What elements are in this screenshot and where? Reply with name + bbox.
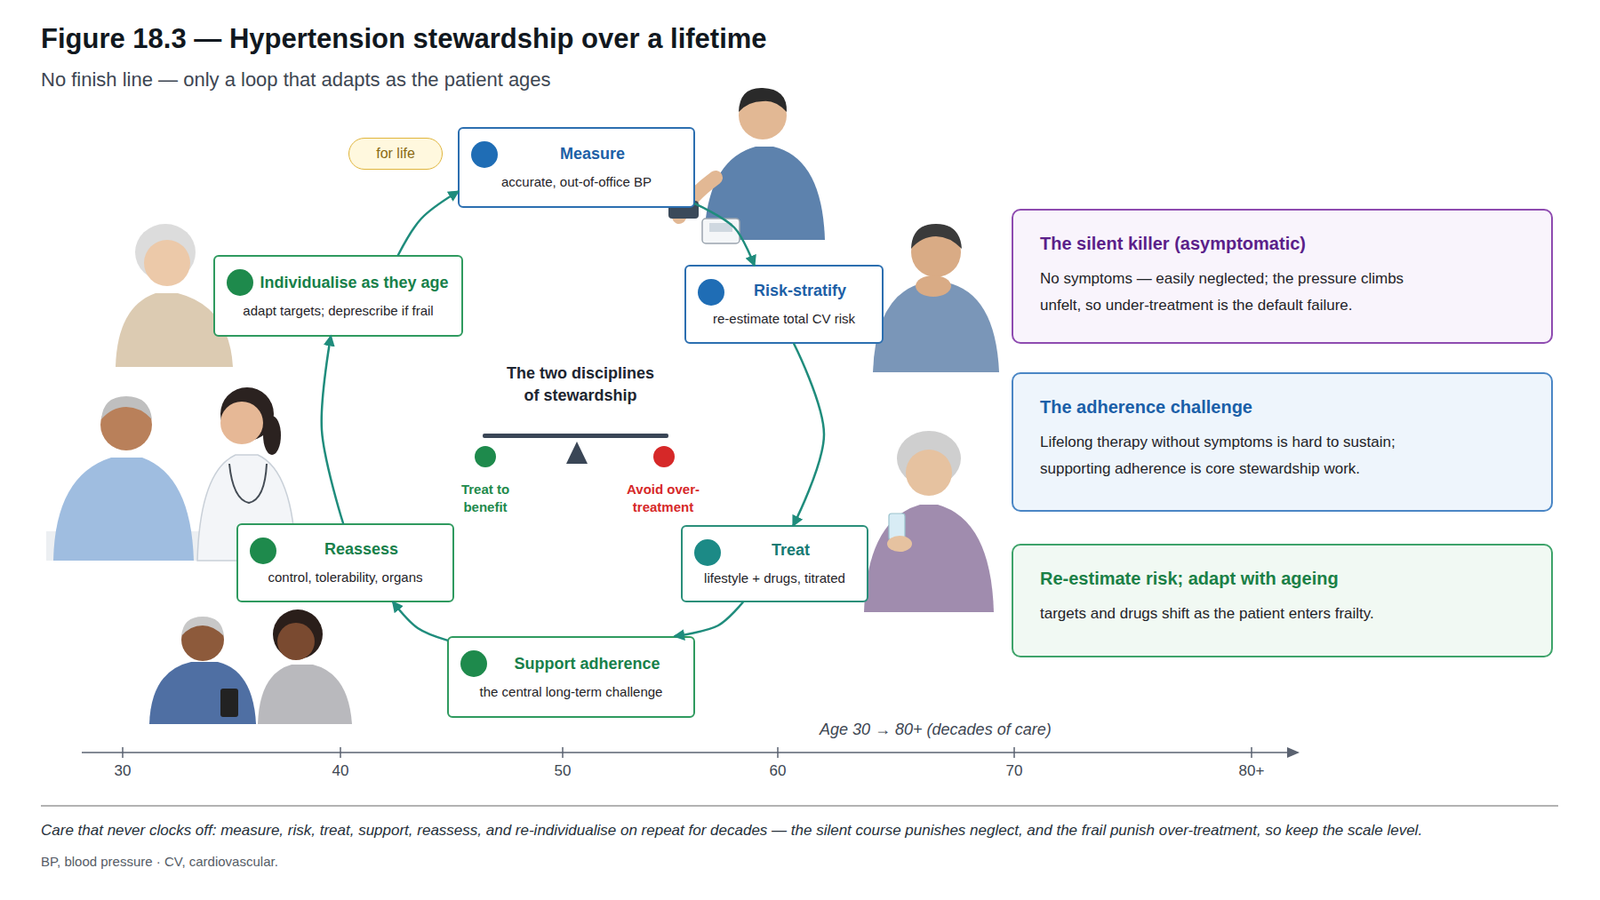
step-detail: the central long-term challenge: [454, 683, 688, 702]
callout-panel: The silent killer (asymptomatic) No sympt…: [1011, 208, 1553, 344]
axis-title: Age 30 → 80+ (decades of care): [819, 720, 1052, 741]
person-illustration-part: [149, 662, 256, 725]
person-illustration-part: [229, 464, 267, 504]
balance-scale: [474, 433, 675, 468]
tag-label: for life: [376, 145, 416, 162]
person-illustration-part: [101, 396, 152, 420]
person-illustration-part: [263, 416, 281, 456]
cycle-arrow: [321, 336, 344, 524]
person-illustration-part: [704, 146, 825, 240]
panel-heading: Re-estimate risk; adapt with ageing: [1040, 567, 1525, 591]
callout-panel: The adherence challengeLifelong therapy …: [1011, 372, 1553, 512]
step-box: Individualise as they age adapt targets; …: [213, 255, 464, 337]
step-box: Measure accurate, out-of-office BP: [457, 127, 696, 208]
axis-tick-label: 80+: [1224, 762, 1279, 781]
panel-heading: The adherence challenge: [1040, 395, 1525, 419]
step-box: Reassesscontrol, tolerability, organs: [236, 523, 455, 603]
person-illustration-part: [181, 616, 224, 637]
age-timeline-part: [1013, 747, 1016, 759]
person-illustration-part: [915, 275, 952, 297]
step-box: Treatlifestyle + drugs, titrated: [680, 525, 869, 603]
footnote: BP, blood pressure · CV, cardiovascular.: [40, 854, 279, 871]
panel-body: No symptoms — easily neglected; the pres…: [1040, 265, 1432, 320]
step-box: Support adherence the central long-term c…: [447, 636, 696, 719]
axis-tick-label: 40: [313, 762, 368, 781]
caption-rule: [40, 805, 1559, 807]
status-dot: [226, 269, 254, 296]
status-dot: [697, 279, 725, 306]
age-timeline-part: [1250, 747, 1253, 759]
step-heading: Support adherence: [454, 654, 688, 674]
cycle-arrow: [398, 192, 458, 256]
cycle-arrow: [793, 344, 824, 526]
status-dot: [249, 537, 277, 565]
balance-scale-part: [566, 441, 588, 464]
figure-title: Figure 18.3 — Hypertension stewardship o…: [40, 23, 768, 56]
person-illustration-part: [277, 623, 315, 661]
person-illustration-part: [911, 224, 962, 249]
age-timeline-part: [776, 747, 779, 759]
person-illustration-part: [53, 457, 194, 561]
step-detail: control, tolerability, organs: [243, 568, 448, 587]
cycle-arrow: [695, 203, 754, 265]
step-detail: lifestyle + drugs, titrated: [688, 569, 862, 588]
cycle-arrow: [675, 602, 744, 637]
age-timeline-part: [339, 747, 342, 759]
step-detail: accurate, out-of-office BP: [464, 173, 688, 192]
balance-scale-part: [474, 446, 496, 468]
callout-panel: Re-estimate risk; adapt with ageing targe…: [1011, 544, 1553, 658]
person-illustration: [864, 431, 994, 613]
person-illustration-part: [272, 609, 323, 660]
center-heading: The two disciplines of stewardship: [500, 362, 661, 408]
person-illustration: [149, 609, 352, 725]
tag-pill: for life: [348, 137, 443, 170]
person-illustration-part: [738, 88, 787, 112]
figure-subtitle: No finish line — only a loop that adapts…: [40, 68, 552, 92]
age-timeline-part: [1287, 747, 1300, 759]
step-detail: adapt targets; deprescribe if frail: [220, 302, 456, 320]
status-dot: [471, 141, 498, 168]
step-heading: Measure: [464, 144, 688, 164]
person-illustration-part: [702, 218, 740, 244]
axis-tick-label: 60: [751, 762, 805, 781]
person-illustration-part: [220, 688, 239, 718]
person-illustration-part: [905, 449, 952, 496]
status-dot: [694, 539, 721, 567]
balance-scale-part: [653, 446, 675, 468]
axis-tick-label: 30: [96, 762, 150, 781]
person-illustration-part: [220, 401, 264, 445]
person-illustration-part: [257, 664, 352, 725]
status-dot: [460, 650, 488, 678]
person-illustration: [872, 224, 1000, 373]
figure-caption: Care that never clocks off: measure, ris…: [40, 822, 1423, 840]
age-timeline-part: [121, 747, 124, 759]
panel-body: Lifelong therapy without symptoms is har…: [1040, 429, 1458, 483]
person-illustration-part: [144, 240, 191, 287]
balance-scale-part: [482, 433, 669, 439]
cycle-arrow: [392, 602, 448, 641]
age-timeline: [81, 747, 1300, 759]
step-box: Risk-stratifyre-estimate total CV risk: [684, 264, 884, 344]
person-illustration-part: [864, 504, 994, 613]
age-timeline-part: [81, 752, 1289, 754]
scale-label: Treat to benefit: [449, 480, 521, 516]
scale-label: Avoid over-treatment: [613, 480, 713, 516]
panel-body: targets and drugs shift as the patient e…: [1040, 600, 1525, 628]
person-illustration-part: [709, 223, 733, 232]
axis-tick-label: 70: [987, 762, 1041, 781]
axis-tick-label: 50: [536, 762, 590, 781]
panel-heading: The silent killer (asymptomatic): [1040, 232, 1525, 256]
age-timeline-part: [561, 747, 564, 759]
step-detail: re-estimate total CV risk: [691, 310, 877, 328]
person-illustration-part: [887, 536, 912, 552]
step-heading: Individualise as they age: [220, 272, 456, 293]
